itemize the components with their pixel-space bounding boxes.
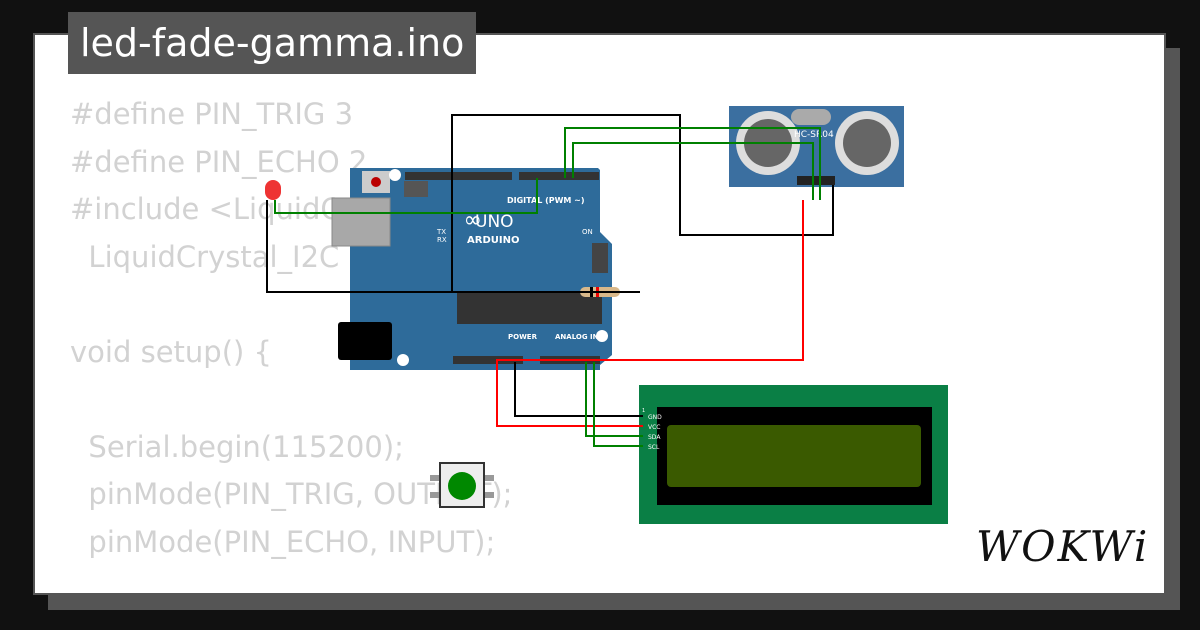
sensor-name: HC-SR04 [794,130,834,140]
wokwi-logo: WOKWi [976,522,1150,571]
wire-green [572,142,814,200]
wire-green [274,178,538,214]
wire-red [496,200,804,427]
analog-label: ANALOG IN [555,333,599,341]
digital-header-2 [519,172,599,180]
lcd-pin-label: VCC [648,424,660,431]
arduino-logo-icon: ∞ [464,208,482,233]
wires [266,114,834,447]
lcd-pin1-label: 1 [642,408,645,414]
digital-label: DIGITAL (PWM ~) [507,196,585,205]
code-line: pinMode(PIN_ECHO, INPUT); [70,524,496,559]
icsp-header-2 [592,243,608,273]
power-jack [338,322,392,360]
wire-green [593,362,643,447]
lcd-display[interactable]: 1 GND VCC SDA SCL [639,385,948,524]
lcd-pin-label: SDA [648,434,661,441]
pushbutton[interactable] [430,462,494,508]
arduino-uno-board[interactable]: DIGITAL (PWM ~) ARDUINO UNO ∞ TX RX ON P… [331,168,612,370]
lcd-pin-label: GND [648,414,662,421]
wire-black [514,362,643,417]
power-label: POWER [508,333,538,341]
wire-black [266,200,640,293]
lcd-pin-label: SCL [648,444,660,451]
icsp-header [404,181,428,197]
model-label: UNO [475,212,514,232]
red-led[interactable] [265,180,281,200]
rx-label: RX [437,236,447,244]
power-header [453,356,523,364]
wire-black [451,114,834,292]
brand-label: ARDUINO [467,235,519,246]
code-line: LiquidCrystal_I2C [70,239,340,274]
project-title: led-fade-gamma.ino [68,12,477,74]
wire-green [585,362,643,437]
code-line: Serial.begin(115200); [70,429,404,464]
code-line: #define PIN_TRIG 3 [70,97,354,131]
code-line: #define PIN_ECHO 2 [70,144,368,179]
wire-green [564,127,821,200]
on-label: ON [582,228,593,236]
tx-label: TX [436,228,446,236]
code-line: void setup() { [70,334,272,369]
digital-header-1 [405,172,512,180]
atmega-chip [457,292,602,324]
hc-sr04-sensor[interactable]: HC-SR04 [729,106,904,187]
usb-port [331,197,391,247]
